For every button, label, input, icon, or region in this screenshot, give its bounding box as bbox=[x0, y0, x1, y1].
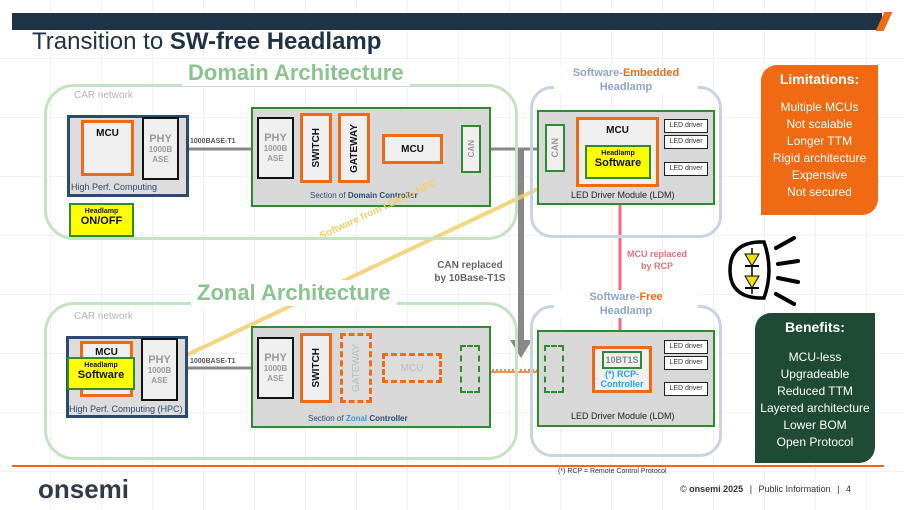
domain-controller-gateway: GATEWAY bbox=[338, 113, 370, 183]
domain-controller-mcu: MCU bbox=[382, 134, 443, 164]
slide-title: Transition to SW-free Headlamp bbox=[32, 28, 382, 55]
free-led-driver-2: LED driver bbox=[664, 356, 708, 370]
benefit-item: Upgradeable bbox=[780, 367, 850, 381]
rcp-controller-label: (*) RCP-Controller bbox=[600, 369, 644, 389]
benefit-item: Reduced TTM bbox=[777, 384, 853, 398]
limitations-title: Limitations: bbox=[779, 71, 860, 87]
domain-controller-label: Section of Domain Controller bbox=[310, 191, 418, 200]
benefit-item: Lower BOM bbox=[783, 418, 847, 432]
benefit-item: Open Protocol bbox=[776, 435, 854, 449]
zonal-car-network-label: CAR network bbox=[74, 311, 133, 322]
zonal-headlamp-software: Headlamp Software bbox=[67, 357, 135, 390]
benefit-item: MCU-less bbox=[788, 350, 842, 364]
header-bar bbox=[12, 13, 882, 30]
zonal-controller-gateway-removed: GATEWAY bbox=[340, 333, 372, 403]
free-ldm-10bt1s: 10BT1S bbox=[602, 351, 642, 369]
zonal-controller-switch: SWITCH bbox=[300, 333, 332, 403]
limitations-panel: Limitations: Multiple MCUs Not scalable … bbox=[761, 65, 878, 215]
benefits-panel: Benefits: MCU-less Upgradeable Reduced T… bbox=[755, 313, 875, 463]
free-ldm-label: LED Driver Module (LDM) bbox=[571, 411, 675, 421]
footer-classification: Public Information bbox=[758, 484, 831, 494]
headlamp-onoff-box: Headlamp ON/OFF bbox=[69, 203, 134, 237]
free-ldm-rcp-controller: 10BT1S (*) RCP-Controller bbox=[592, 346, 652, 393]
embedded-ldm-can: CAN bbox=[545, 124, 565, 172]
onsemi-logo: onsemi bbox=[38, 474, 130, 504]
embedded-headlamp-software: Headlamp Software bbox=[585, 145, 651, 179]
domain-hpc-label: High Perf. Computing bbox=[71, 182, 158, 192]
domain-link-label: 1000BASE-T1 bbox=[190, 138, 236, 145]
benefit-item: Layered architecture bbox=[760, 401, 870, 415]
domain-hpc-mcu: MCU bbox=[81, 120, 134, 176]
embedded-led-driver-2: LED driver bbox=[664, 135, 708, 149]
limitation-item: Not scalable bbox=[786, 117, 853, 131]
software-move-arrow-line bbox=[169, 166, 583, 365]
embedded-led-driver-3: LED driver bbox=[664, 162, 708, 176]
free-ldm-can-removed bbox=[544, 345, 564, 393]
benefits-title: Benefits: bbox=[785, 319, 845, 335]
footer-info: © onsemi 2025 | Public Information | 4 bbox=[680, 484, 851, 494]
headlamp-icon bbox=[728, 236, 800, 306]
zonal-controller-label: Section of Zonal Controller bbox=[308, 414, 408, 423]
embedded-led-driver-1: LED driver bbox=[664, 119, 708, 133]
zonal-controller-mcu-removed: MCU bbox=[382, 353, 442, 383]
domain-controller-switch: SWITCH bbox=[300, 113, 332, 183]
footer-company: onsemi 2025 bbox=[689, 484, 744, 494]
free-led-driver-3: LED driver bbox=[664, 382, 708, 396]
limitation-item: Expensive bbox=[791, 168, 848, 182]
zonal-architecture-title: Zonal Architecture bbox=[191, 280, 397, 306]
limitation-item: Rigid architecture bbox=[772, 151, 867, 165]
domain-architecture-title: Domain Architecture bbox=[182, 60, 410, 86]
footer-divider bbox=[12, 465, 884, 467]
limitation-item: Longer TTM bbox=[786, 134, 853, 148]
embedded-ldm-label: LED Driver Module (LDM) bbox=[571, 190, 675, 200]
limitation-item: Not secured bbox=[787, 185, 852, 199]
zonal-controller-can-removed bbox=[460, 345, 480, 393]
zonal-link-label: 1000BASE-T1 bbox=[190, 358, 236, 365]
free-led-driver-1: LED driver bbox=[664, 340, 708, 354]
domain-car-network-label: CAR network bbox=[74, 90, 133, 101]
page-number: 4 bbox=[845, 484, 851, 494]
limitation-item: Multiple MCUs bbox=[780, 100, 859, 114]
domain-controller-can: CAN bbox=[461, 125, 481, 173]
rcp-footnote: (*) RCP = Remote Control Protocol bbox=[558, 468, 667, 475]
zonal-hpc-label: High Perf. Computing (HPC) bbox=[69, 404, 183, 414]
